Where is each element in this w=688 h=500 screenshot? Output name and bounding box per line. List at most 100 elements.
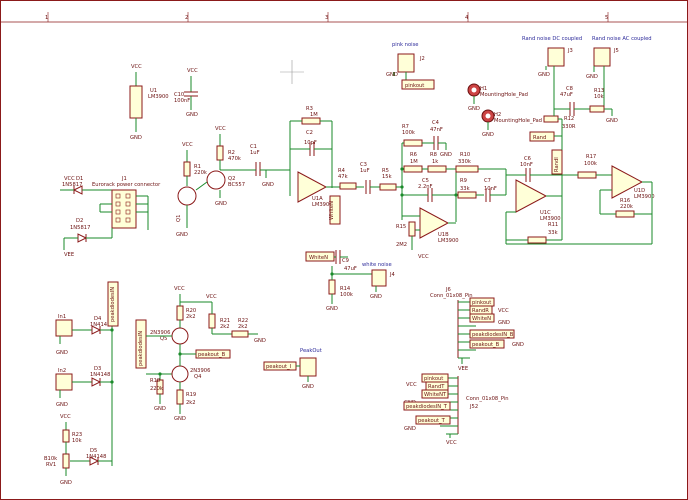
net-gnd-label: GND [176,232,188,238]
peak-detector[interactable]: VCC R20 2k2 VCC R21 2k2 R22 2k2 GND 2N39… [135,286,266,422]
c8-ref: C8 [566,86,573,92]
j5-rand-ac-jack[interactable]: Rand noise AC coupled J5 GND [586,36,652,110]
net-vcc-label: VCC [446,440,457,446]
r10-value: 330k [458,159,471,165]
u1b-ref: U1B [438,232,449,238]
r2-value: 470k [228,156,241,162]
net-vee-label: VEE [64,252,74,258]
r13-ref: R13 [594,88,604,94]
j7-peakout-jack[interactable]: PeakOut peakout_I GND [263,348,322,390]
j3-rand-dc-jack[interactable]: Rand noise DC coupled J3 GND [522,36,582,78]
net-vcc-label: VCC [174,286,185,292]
frame-col-5: 5 [605,15,608,21]
c10-capacitor[interactable]: VCC C10 100nF GND [174,68,198,118]
j6-ref: J6 [445,287,451,293]
u1d-ref: U1D [634,188,645,194]
j6-whiten: WhiteN [472,316,491,322]
net-gnd-label: GND [326,306,338,312]
h2-ref: H2 [494,112,501,118]
d5-value: 1N4148 [86,454,106,460]
peakout-b-label: peakout_B [198,352,226,358]
j6-header[interactable]: J6 Conn_01x08_Pin pinkout RandR VCC Whit… [430,287,524,372]
j52-ref: J52 [469,404,478,410]
u1c-amplifier[interactable]: C6 10nF U1C LM3900 R11 33k RandI [505,149,563,244]
net-vcc-label: VCC [131,64,142,70]
j2-value: pink noise [392,42,418,48]
u1a-amplifier[interactable]: R3 1M C2 10pF U1A LM3900 R4 47k WhiteN [289,106,357,225]
u1c-ref: U1C [540,210,551,216]
net-vcc-label: VCC [60,414,71,420]
h1-mounting-hole[interactable]: H1 MountingHole_Pad GND [467,83,528,112]
u1b-amplifier[interactable]: U1B LM3900 R15 2M2 VCC [396,207,459,260]
net-gnd-label: GND [440,152,452,158]
d2-value: 1N5817 [70,225,90,231]
j52-pinkout: pinkout [424,376,443,382]
r21-value: 2k2 [220,324,230,330]
u1-power-unit[interactable]: VCC U1 LM3900 GND [129,64,169,141]
white-noise-output[interactable]: WhiteN C9 47uF R14 100k GND white noise … [305,250,396,312]
rv1-offset[interactable]: VCC R23 10k B10k RV1 GND D5 1N4148 [44,414,112,486]
r20-ref: R20 [186,308,196,314]
h2-value: MountingHole_Pad [494,118,542,124]
c3-r5-coupling[interactable]: C3 1uF R5 15k [356,162,402,194]
r7-ref: R7 [402,124,409,130]
c8-r13-r12-output[interactable]: C8 47uF R13 10k GND R12 330R Rand [529,66,618,150]
j1-ref: J1 [121,176,127,182]
u1-value: LM3900 [148,94,169,100]
net-gnd-label: GND [586,74,598,80]
j4-ref: J4 [389,272,396,278]
randi-net-label: RandI [554,157,560,172]
peakdiodes-bus[interactable]: peakdiodesIN [107,281,119,466]
net-gnd-label: GND [404,426,416,432]
h2-mounting-hole[interactable]: H2 MountingHole_Pad GND [481,109,542,138]
j1-power-connector[interactable]: VCC D1 1N5817 J1 Eurorack power connecto… [60,176,161,258]
c3-ref: C3 [360,162,367,168]
net-gnd-label: GND [538,72,550,78]
j6-peakdiodes: peakdiodesIN_B [472,332,514,338]
u1d-value: LM3900 [634,194,655,200]
d3-value: 1N4148 [90,372,110,378]
pink-filter-network[interactable]: R7 100k C4 47nF GND R6 1M R8 1k R10 330k… [400,120,507,222]
peakdiodes-label: peakdiodesIN [138,331,144,366]
u1a-ref: U1A [312,196,323,202]
r1-value: 220k [194,170,207,176]
j2-ref: J2 [419,56,425,62]
j7-value: PeakOut [300,348,322,354]
h1-ref: H1 [480,86,487,92]
q1-q2-noise-source[interactable]: VCC R1 220k Q1 GND VCC R2 470k Q2 BC557 … [176,126,291,238]
j52-peakdiodes: peakdiodesIN_T [406,404,448,410]
j6-peakout: peakout_B [472,342,500,348]
net-gnd-label: GND [370,294,382,300]
c8-value: 47uF [560,92,573,98]
r3-value: 1M [310,112,318,118]
r21-ref: R21 [220,318,230,324]
q2-value: BC557 [228,182,245,188]
c6-value: 10nF [520,162,533,168]
r18-ref: R18 [150,378,160,384]
j52-white: WhiteNT [424,392,447,398]
d1-value: 1N5817 [62,182,82,188]
peakdiodes-bus-label: peakdiodesIN [110,287,116,322]
u1-ref: U1 [150,88,157,94]
r13-value: 10k [594,94,604,100]
r12-ref: R12 [564,116,574,122]
c10-ref: C10 [174,92,184,98]
net-vcc-label: VCC [418,254,429,260]
net-vcc-label: VCC [187,68,198,74]
j52-value: Conn_01x08_Pin [466,396,509,402]
j52-header[interactable]: pinkout RandT VCC WhiteNT GND peakdiodes… [403,373,509,446]
r8-ref: R8 [430,152,437,158]
net-gnd-label: GND [154,406,166,412]
j6-randr: RandR [472,308,489,314]
input-in1[interactable]: In1 GND D4 1N4148 [55,314,112,356]
d4-ref: D4 [94,316,102,322]
u1b-value: LM3900 [438,238,459,244]
in2-ref: In2 [58,368,66,374]
c1-value: 1uF [250,150,260,156]
input-in2[interactable]: In2 GND D3 1N4148 [55,366,112,408]
j2-pink-noise-jack[interactable]: pink noise J2 GND pinkout [386,42,435,90]
r6-ref: R6 [410,152,417,158]
u1d-amplifier[interactable]: R17 100k U1D LM3900 R16 220k [505,154,655,245]
c10-value: 100nF [174,98,190,104]
